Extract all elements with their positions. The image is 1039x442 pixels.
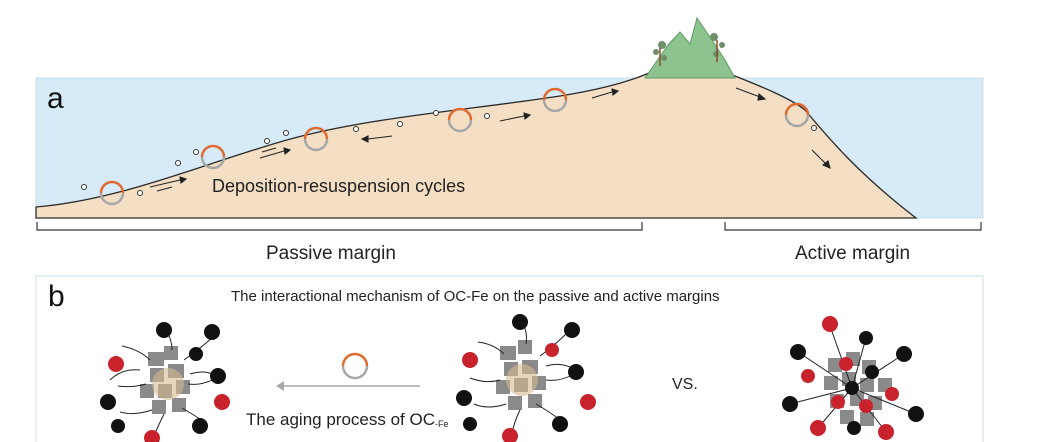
panel-b-title: The interactional mechanism of OC-Fe on … bbox=[231, 288, 720, 305]
panel-a-label: a bbox=[47, 82, 64, 115]
panel-a-illustration bbox=[35, 16, 984, 231]
active-margin-label: Active margin bbox=[795, 243, 911, 264]
oc-fe-complex-active bbox=[782, 316, 924, 440]
passive-margin-bracket bbox=[36, 222, 643, 231]
sediment-land bbox=[35, 69, 918, 219]
aging-caption-text: The aging process of OC bbox=[246, 410, 435, 429]
aging-arrow bbox=[276, 381, 420, 391]
oc-fe-complex-aged bbox=[456, 314, 596, 442]
cycle-icon bbox=[99, 87, 810, 206]
aging-caption: The aging process of OC-Fe bbox=[246, 410, 448, 430]
mountain bbox=[644, 16, 736, 79]
aging-caption-subscript: -Fe bbox=[434, 419, 449, 429]
vs-label: VS. bbox=[672, 376, 698, 393]
cycle-icon bbox=[341, 352, 369, 380]
particle bbox=[81, 110, 817, 196]
passive-margin-label: Passive margin bbox=[266, 243, 396, 264]
panel-b-label: b bbox=[48, 280, 65, 313]
active-margin-bracket bbox=[724, 222, 982, 231]
cycle-caption: Deposition-resuspension cycles bbox=[212, 176, 466, 196]
transport-arrow bbox=[149, 87, 831, 192]
tree-icon bbox=[653, 33, 725, 61]
oc-fe-complex-passive bbox=[100, 322, 230, 442]
